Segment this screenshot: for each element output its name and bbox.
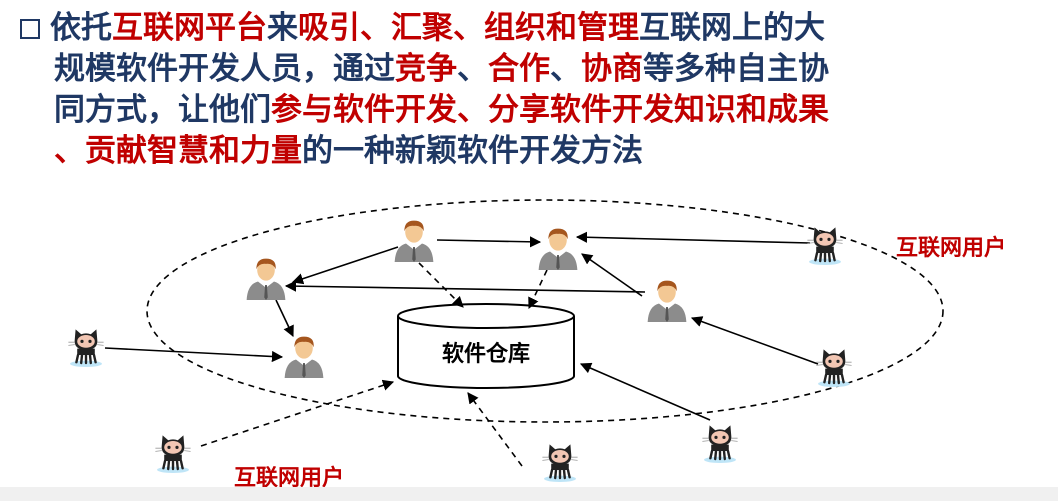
arrows [104, 231, 819, 467]
highlighted-phrase: 吸引、汇聚、组织和管理 [298, 10, 639, 46]
text-segment: 、 [550, 51, 581, 87]
description-line-1: 依托互联网平台来吸引、汇聚、组织和管理互联网上的大 [20, 8, 1050, 49]
text-segment: 规模软件开发人员，通过 [54, 51, 395, 87]
developer-avatar-icon [246, 258, 286, 300]
highlighted-phrase: 参与软件开发、分享软件开发知识和成果 [271, 92, 829, 128]
community-boundary [146, 199, 944, 423]
highlighted-phrase: 合作 [488, 51, 550, 87]
text-segment: 互联网上的大 [639, 10, 825, 46]
highlighted-phrase: 互联网平台 [112, 10, 267, 46]
internet-users-label-bottom: 互联网用户 [234, 466, 345, 491]
highlighted-phrase: 、贡献智慧和力量 [54, 133, 302, 169]
software-repository [397, 303, 575, 389]
developer-avatar-icon [284, 336, 324, 378]
text-segment: 依托 [50, 10, 112, 46]
octocat-icon [815, 348, 853, 388]
text-segment: 来 [267, 10, 298, 46]
bullet-checkbox-icon [20, 19, 40, 39]
octocat-icon [541, 443, 579, 483]
bottom-bar [0, 487, 1058, 501]
developer-avatar-icon [647, 280, 687, 322]
description-text: 依托互联网平台来吸引、汇聚、组织和管理互联网上的大 规模软件开发人员，通过竞争、… [20, 8, 1050, 172]
octocat-icon [154, 434, 192, 474]
developer-avatar-icon [538, 228, 578, 270]
internet-users-label-right: 互联网用户 [896, 236, 1007, 261]
description-line-4: 、贡献智慧和力量的一种新颖软件开发方法 [20, 131, 1050, 172]
developer-avatar-icon [394, 220, 434, 262]
text-segment: 同方式，让他们 [54, 92, 271, 128]
octocat-icon [67, 328, 105, 368]
text-segment: 、 [457, 51, 488, 87]
text-segment: 等多种自主协 [643, 51, 829, 87]
octocat-icon [701, 424, 739, 464]
text-segment: 的一种新颖软件开发方法 [302, 133, 643, 169]
highlighted-phrase: 协商 [581, 51, 643, 87]
highlighted-phrase: 竞争 [395, 51, 457, 87]
octocat-icon [806, 226, 844, 266]
description-line-2: 规模软件开发人员，通过竞争、合作、协商等多种自主协 [20, 49, 1050, 90]
repository-label: 软件仓库 [441, 342, 530, 367]
description-line-3: 同方式，让他们参与软件开发、分享软件开发知识和成果 [20, 90, 1050, 131]
